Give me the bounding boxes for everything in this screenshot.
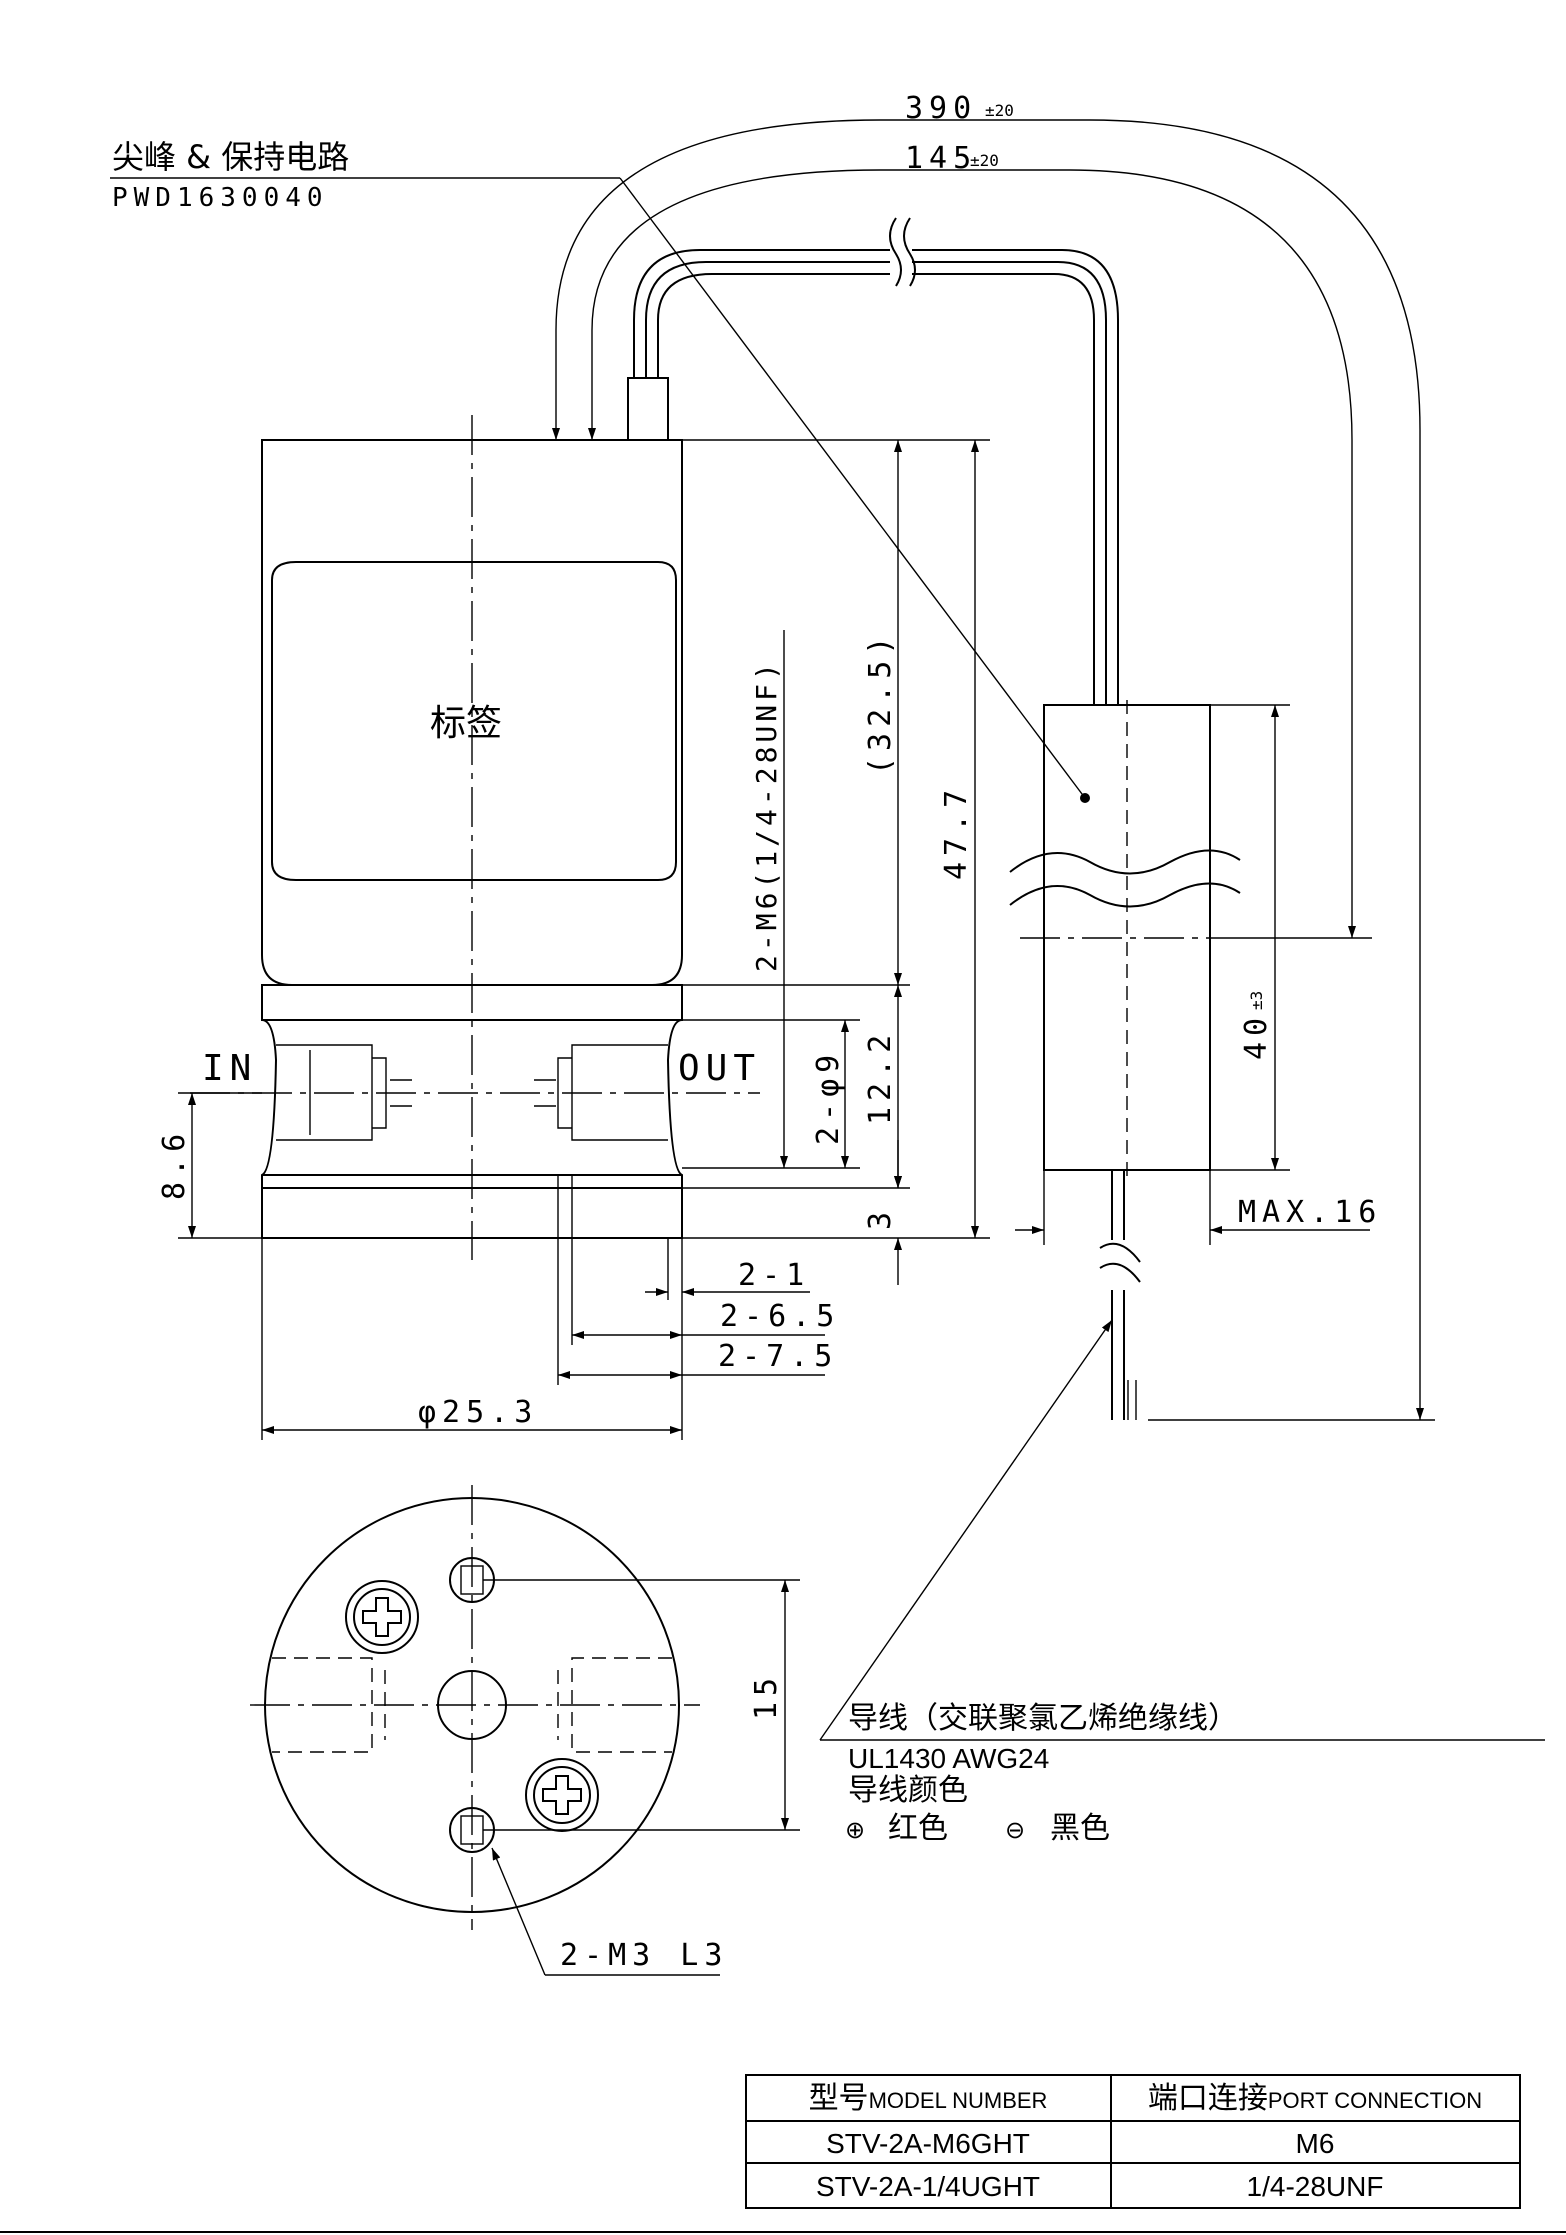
- dim-3: 3: [863, 1140, 902, 1285]
- svg-text:2-φ9: 2-φ9: [811, 1049, 846, 1145]
- dim-phi9: 2-φ9: [811, 1020, 849, 1168]
- svg-text:±20: ±20: [970, 151, 999, 170]
- label-area-text: 标签: [430, 703, 502, 744]
- svg-text:40: 40: [1239, 1012, 1274, 1060]
- dim-8-6: 8.6: [157, 1092, 262, 1239]
- title-leader-line: [619, 177, 1086, 799]
- cable-lower: [1098, 1170, 1435, 1421]
- dim-47-7: 47.7: [939, 440, 979, 1238]
- wire-note-line2: UL1430 AWG24: [848, 1743, 1049, 1774]
- circuit-module: [1009, 700, 1241, 1180]
- table-head-model-cn: 型号: [809, 2081, 869, 2116]
- cable-upper: [627, 214, 1119, 705]
- table-row-model: STV-2A-M6GHT: [826, 2128, 1030, 2159]
- dim-extension-lines: [682, 439, 990, 1239]
- dim-max16: MAX.16: [1015, 1170, 1382, 1245]
- svg-text:端口连接PORT CONNECTION: 端口连接PORT CONNECTION: [1148, 2081, 1482, 2116]
- dim-145: 145 ±20: [588, 141, 1372, 939]
- wire-plus-red: 红色: [888, 1811, 948, 1846]
- dim-thread: 2-M6(1/4-28UNF): [750, 630, 788, 1168]
- dim-m3-leader: 2-M3 L3: [491, 1847, 728, 1976]
- svg-text:2-M3 L3: 2-M3 L3: [560, 1938, 728, 1973]
- wire-minus-black: 黑色: [1050, 1811, 1110, 1846]
- dim-horizontal-group: 2-1 2-6.5 2-7.5 φ25.3: [261, 1175, 840, 1440]
- dim-15: 15: [483, 1579, 800, 1831]
- table-row-model: STV-2A-1/4UGHT: [816, 2171, 1040, 2202]
- svg-text:3: 3: [863, 1206, 898, 1230]
- svg-text:φ25.3: φ25.3: [418, 1395, 538, 1430]
- svg-text:(32.5): (32.5): [863, 631, 898, 775]
- port-in-label: IN: [202, 1048, 257, 1089]
- svg-text:8.6: 8.6: [157, 1128, 192, 1200]
- svg-text:2-M6(1/4-28UNF): 2-M6(1/4-28UNF): [750, 659, 783, 972]
- svg-text:15: 15: [749, 1672, 784, 1720]
- table-head-model-en: MODEL NUMBER: [869, 2088, 1048, 2113]
- svg-text:12.2: 12.2: [863, 1029, 898, 1125]
- plus-symbol: ⊕: [845, 1816, 865, 1844]
- svg-text:±20: ±20: [985, 101, 1014, 120]
- wire-note: 导线（交联聚氯乙烯绝缘线） UL1430 AWG24 导线颜色 ⊕ 红色 ⊖ 黑…: [819, 1319, 1545, 1846]
- svg-text:MAX.16: MAX.16: [1238, 1195, 1382, 1230]
- port-out-label: OUT: [678, 1048, 761, 1089]
- valve-base: [190, 984, 760, 1239]
- title-cn: 尖峰 & 保持电路: [112, 138, 349, 176]
- dim-40: 40 ±3: [1210, 704, 1290, 1171]
- svg-text:145: 145: [905, 141, 977, 176]
- model-table: 型号MODEL NUMBER 端口连接PORT CONNECTION STV-2…: [745, 2074, 1521, 2209]
- svg-text:±3: ±3: [1247, 991, 1266, 1010]
- leader-dot: [1080, 793, 1090, 803]
- table-row-port: 1/4-28UNF: [1247, 2171, 1384, 2202]
- part-number: PWD1630040: [112, 183, 329, 213]
- dim-390: 390 ±20: [552, 91, 1424, 1420]
- table-head-port-en: PORT CONNECTION: [1268, 2088, 1482, 2113]
- svg-text:型号MODEL NUMBER: 型号MODEL NUMBER: [809, 2081, 1048, 2116]
- minus-symbol: ⊖: [1005, 1816, 1025, 1844]
- svg-text:2-1: 2-1: [738, 1258, 810, 1293]
- table-head-port-cn: 端口连接: [1148, 2081, 1268, 2116]
- wire-note-line3: 导线颜色: [848, 1773, 968, 1808]
- dim-32-5: (32.5): [863, 440, 902, 985]
- table-row-port: M6: [1296, 2128, 1335, 2159]
- dim-12-2: 12.2: [863, 985, 902, 1188]
- svg-text:2-7.5: 2-7.5: [718, 1339, 838, 1374]
- svg-text:47.7: 47.7: [939, 784, 974, 880]
- svg-text:2-6.5: 2-6.5: [720, 1299, 840, 1334]
- wire-note-line1: 导线（交联聚氯乙烯绝缘线）: [848, 1701, 1238, 1736]
- valve-bottom-view: [250, 1485, 700, 1930]
- svg-text:390: 390: [905, 91, 977, 126]
